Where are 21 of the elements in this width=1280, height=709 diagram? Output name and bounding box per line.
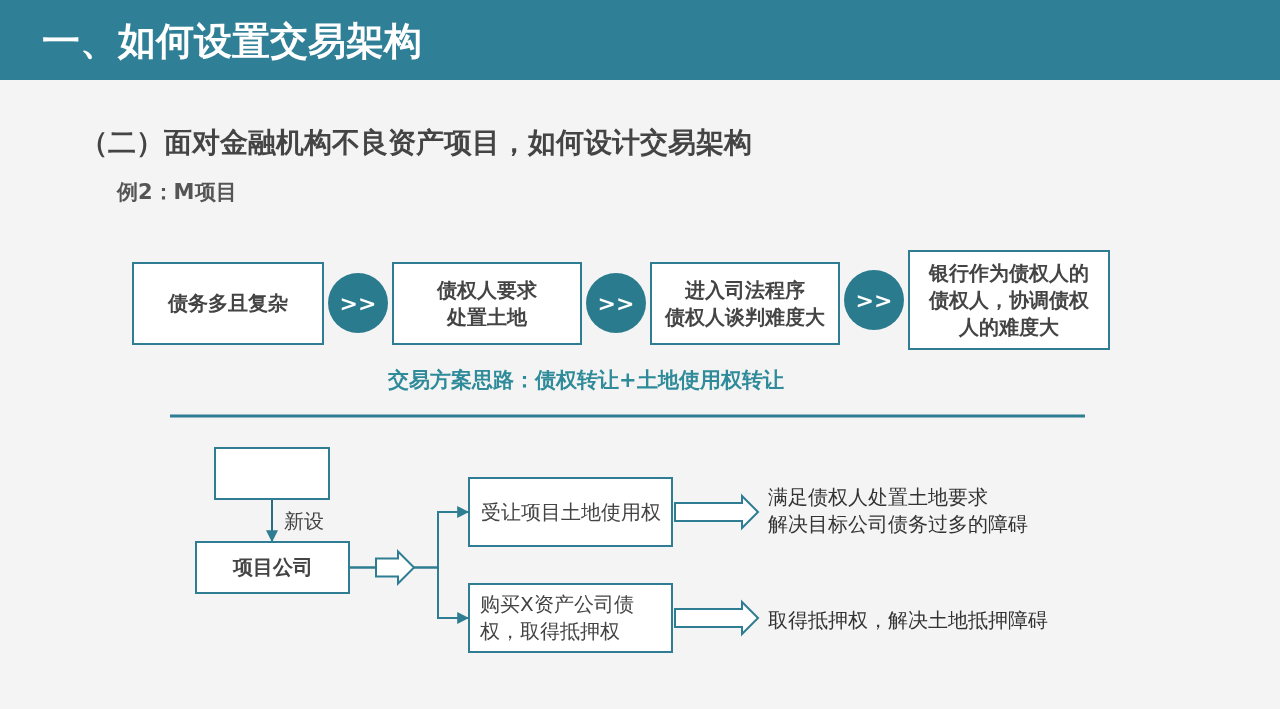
hollow-arrow (674, 599, 760, 637)
step-box: 受让项目土地使用权 (468, 477, 673, 547)
process-box: 项目公司 (195, 541, 350, 594)
result-text: 取得抵押权，解决土地抵押障碍 (760, 600, 1080, 640)
chevron-circle: >> (586, 273, 646, 333)
subtitle: （二）面对金融机构不良资产项目，如何设计交易架构 (80, 125, 752, 161)
process-box: 债务多且复杂 (132, 262, 324, 345)
edge-label: 新设 (284, 507, 324, 535)
process-box: 银行作为债权人的债权人，协调债权人的难度大 (908, 250, 1110, 350)
chevron-circle: >> (328, 273, 388, 333)
result-text: 满足债权人处置土地要求 解决目标公司债务过多的障碍 (760, 480, 1080, 542)
example-heading: 例2：M项目 (117, 179, 237, 206)
hollow-arrow (375, 549, 416, 586)
process-box: 进入司法程序 债权人谈判难度大 (650, 262, 840, 345)
page-title: 一、如何设置交易架构 (42, 18, 422, 65)
box (214, 447, 330, 500)
chevron-circle: >> (844, 270, 904, 330)
scheme-text: 交易方案思路：债权转让+土地使用权转让 (388, 367, 784, 394)
hollow-arrow (674, 493, 760, 531)
step-box: 购买X资产公司债权，取得抵押权 (468, 583, 673, 653)
process-box: 债权人要求处置土地 (392, 262, 582, 345)
